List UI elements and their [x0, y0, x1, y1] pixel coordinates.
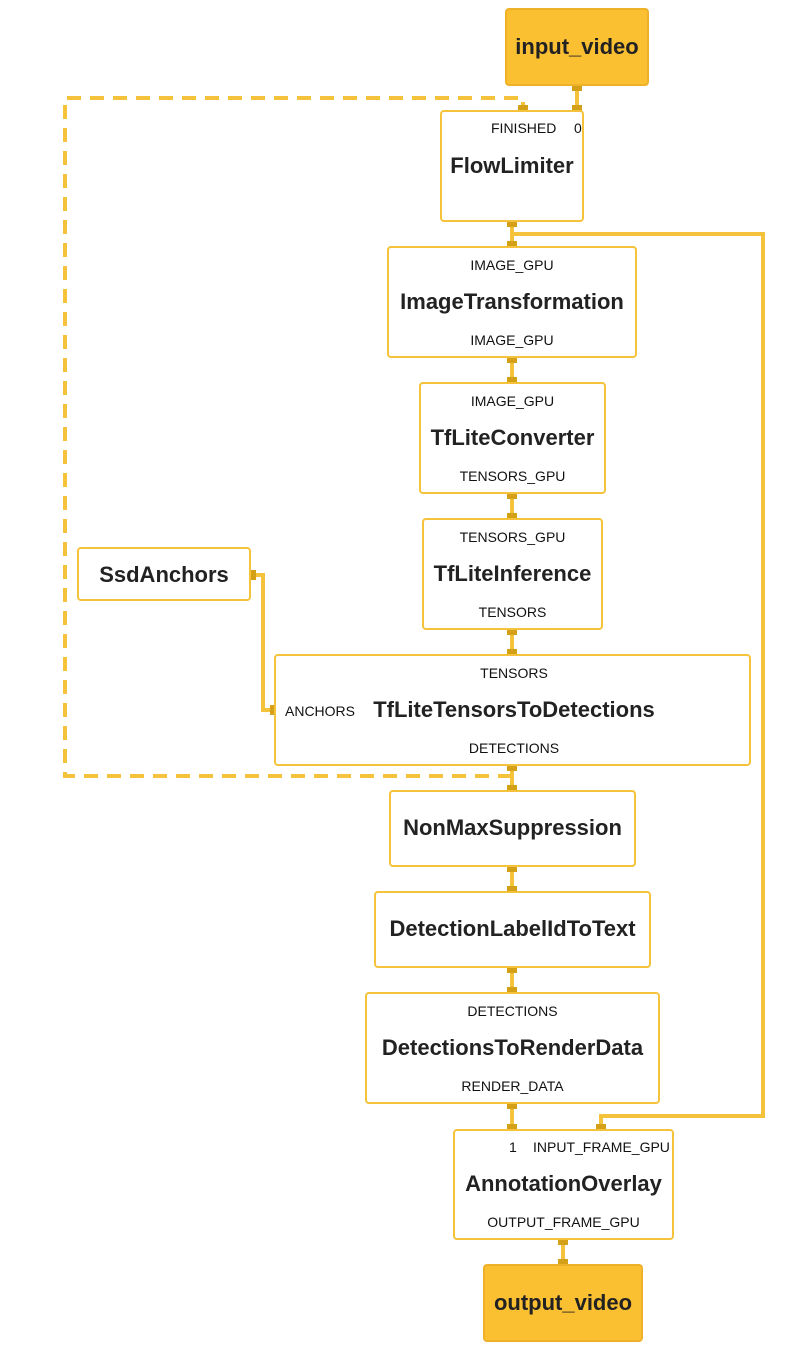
detections-to-render-title: DetectionsToRenderData	[381, 1035, 644, 1060]
edge-detections-to-finished	[63, 96, 525, 778]
tensors-to-detections-node[interactable]: TENSORS ANCHORS TfLiteTensorsToDetection…	[274, 654, 751, 766]
output-video-node[interactable]: output_video	[483, 1264, 643, 1342]
detections-to-render-out-port: RENDER_DATA	[461, 1078, 564, 1094]
flow-limiter-zero-port: 0	[574, 120, 582, 136]
non-max-suppression-title: NonMaxSuppression	[403, 815, 622, 840]
non-max-suppression-node[interactable]: NonMaxSuppression	[389, 790, 636, 867]
tflite-converter-out-port: TENSORS_GPU	[459, 468, 566, 484]
input-video-node[interactable]: input_video	[505, 8, 649, 86]
image-transformation-node[interactable]: IMAGE_GPU ImageTransformation IMAGE_GPU	[387, 246, 637, 358]
tflite-inference-title: TfLiteInference	[433, 561, 592, 586]
tflite-converter-in-port: IMAGE_GPU	[470, 393, 555, 409]
label-id-to-text-node[interactable]: DetectionLabelIdToText	[374, 891, 651, 968]
ssd-anchors-title: SsdAnchors	[99, 562, 229, 587]
input-video-title: input_video	[515, 34, 639, 59]
image-transformation-out-port: IMAGE_GPU	[470, 332, 554, 348]
tflite-inference-node[interactable]: TENSORS_GPU TfLiteInference TENSORS	[422, 518, 603, 630]
tensors-to-detections-anchors-port: ANCHORS	[285, 703, 356, 719]
tensors-to-detections-in-port: TENSORS	[480, 665, 548, 681]
image-transformation-title: ImageTransformation	[400, 289, 624, 314]
label-id-to-text-title: DetectionLabelIdToText	[389, 916, 636, 941]
detections-to-render-in-port: DETECTIONS	[467, 1003, 558, 1019]
flow-limiter-finished-port: FINISHED	[491, 120, 557, 136]
tensors-to-detections-title: TfLiteTensorsToDetections	[373, 697, 655, 722]
flow-limiter-title: FlowLimiter	[450, 153, 574, 178]
annotation-overlay-node[interactable]: 1 INPUT_FRAME_GPU AnnotationOverlay OUTP…	[453, 1129, 674, 1240]
tflite-converter-node[interactable]: IMAGE_GPU TfLiteConverter TENSORS_GPU	[419, 382, 606, 494]
tensors-to-detections-out-port: DETECTIONS	[468, 740, 560, 756]
annotation-overlay-out-port: OUTPUT_FRAME_GPU	[487, 1214, 640, 1230]
edge-flowlimiter-to-annotation	[512, 232, 765, 1129]
tflite-inference-out-port: TENSORS	[478, 604, 547, 620]
annotation-overlay-input-frame-port: INPUT_FRAME_GPU	[533, 1139, 670, 1155]
tflite-inference-in-port: TENSORS_GPU	[459, 529, 566, 545]
annotation-overlay-title: AnnotationOverlay	[465, 1171, 662, 1196]
edge-ssdanchors-to-anchors	[251, 573, 275, 712]
tflite-converter-title: TfLiteConverter	[430, 425, 595, 450]
flow-limiter-node[interactable]: FINISHED 0 FlowLimiter	[440, 110, 584, 222]
annotation-overlay-port-1: 1	[509, 1139, 517, 1155]
detections-to-render-node[interactable]: DETECTIONS DetectionsToRenderData RENDER…	[365, 992, 660, 1104]
ssd-anchors-node[interactable]: SsdAnchors	[77, 547, 251, 601]
output-video-title: output_video	[493, 1290, 633, 1315]
image-transformation-in-port: IMAGE_GPU	[470, 257, 554, 273]
